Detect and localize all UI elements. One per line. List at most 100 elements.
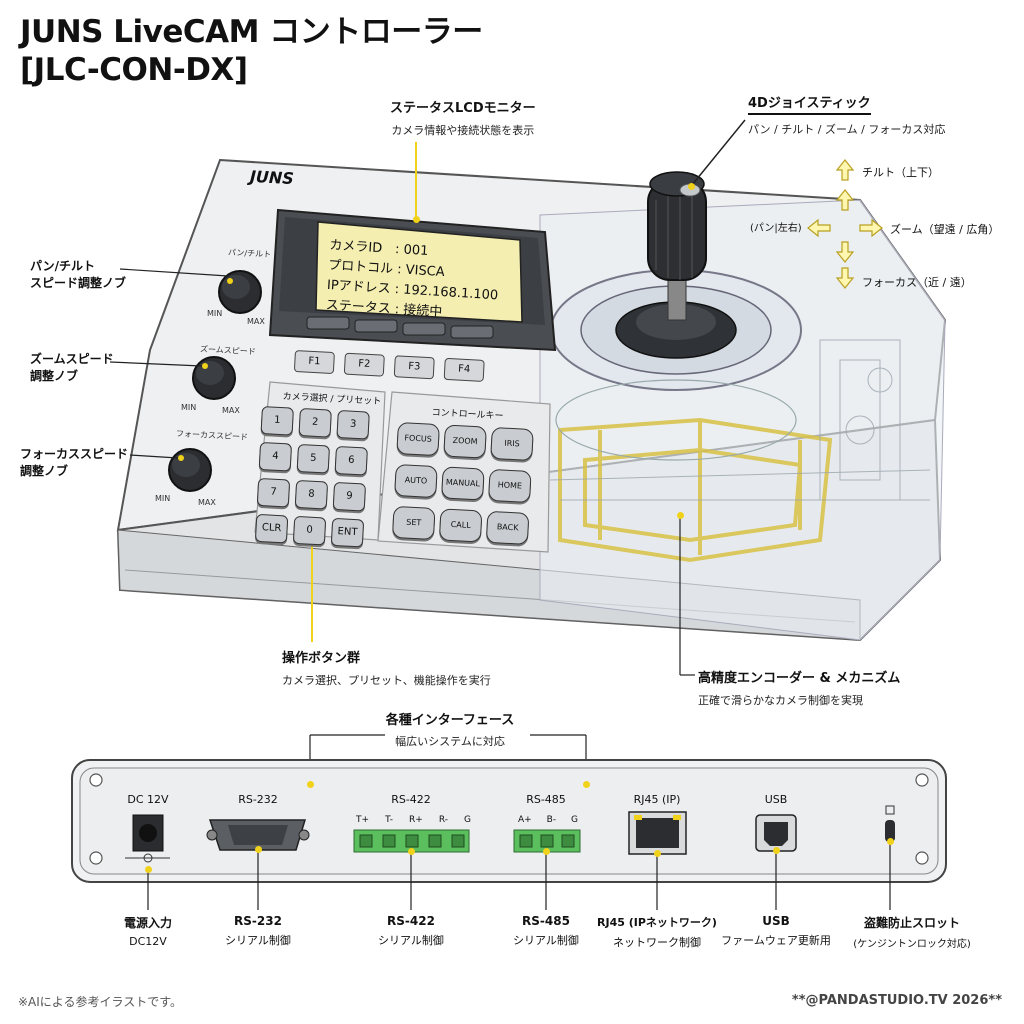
port-callout-dc: 電源入力 DC12V xyxy=(98,914,198,948)
knob1-min: MIN xyxy=(207,309,223,318)
joystick-callout-title: 4Dジョイスティック xyxy=(748,92,871,115)
rs422-pin: R- xyxy=(438,815,448,825)
keypad-clr[interactable]: CLR xyxy=(254,513,289,544)
rs422-pins: T+ T- R+ R- G xyxy=(356,815,471,825)
f2-button[interactable]: F2 xyxy=(343,352,385,377)
port-sub-rj45: ネットワーク制御 xyxy=(613,936,701,949)
f4-button[interactable]: F4 xyxy=(443,357,485,382)
port-head-usb: USB xyxy=(764,793,788,806)
iris-button[interactable]: IRIS xyxy=(490,426,534,462)
pan-tilt-knob-line2: スピード調整ノブ xyxy=(30,275,127,290)
rs485-pin: B- xyxy=(546,815,557,825)
interfaces-callout-title: 各種インターフェース xyxy=(385,713,515,728)
title-line1: JUNS LiveCAM コントローラー xyxy=(20,14,483,50)
joystick-callout-sub: パン / チルト / ズーム / フォーカス対応 xyxy=(748,123,946,136)
keypad-ent[interactable]: ENT xyxy=(330,517,365,548)
auto-button[interactable]: AUTO xyxy=(394,463,438,499)
port-head-rs485: RS-485 xyxy=(526,793,566,806)
port-dot-rj45 xyxy=(654,850,661,857)
set-button[interactable]: SET xyxy=(391,505,436,541)
knob2-min: MIN xyxy=(181,403,197,412)
pan-tilt-knob-line1: パン/チルト xyxy=(30,259,95,273)
encoder-callout-title: 高精度エンコーダー & メカニズム xyxy=(698,671,901,686)
knob3-max: MAX xyxy=(198,498,216,507)
rs485-pins: A+ B- G xyxy=(518,815,578,825)
port-sub-dc: DC12V xyxy=(129,935,167,948)
knob3-min: MIN xyxy=(155,494,171,503)
keypad-9[interactable]: 9 xyxy=(332,481,367,512)
port-callout-rs232: RS-232 シリアル制御 xyxy=(208,914,308,948)
interface-dot-right xyxy=(583,781,590,788)
encoder-dot xyxy=(677,512,684,519)
back-button[interactable]: BACK xyxy=(485,510,530,545)
port-title-rs232: RS-232 xyxy=(234,914,282,928)
pan-tilt-knob-callout: パン/チルト スピード調整ノブ xyxy=(30,258,126,292)
footer-credit: **@PANDASTUDIO.TV 2026** xyxy=(791,993,1002,1008)
port-sub-rs232: シリアル制御 xyxy=(225,934,291,947)
port-head-rj45: RJ45 (IP) xyxy=(633,793,681,806)
keypad-1[interactable]: 1 xyxy=(260,406,294,436)
port-title-lock: 盗難防止スロット xyxy=(863,916,960,930)
manual-button[interactable]: MANUAL xyxy=(441,466,485,501)
encoder-callout: 高精度エンコーダー & メカニズム 正確で滑らかなカメラ制御を実現 xyxy=(698,667,900,708)
keypad-2[interactable]: 2 xyxy=(298,407,332,438)
port-sub-rs422: シリアル制御 xyxy=(378,934,444,947)
call-button[interactable]: CALL xyxy=(438,508,483,543)
port-sub-rs485: シリアル制御 xyxy=(513,934,579,947)
port-callout-rs422: RS-422 シリアル制御 xyxy=(361,914,461,948)
focus-knob-callout: フォーカススピード 調整ノブ xyxy=(20,446,128,480)
rs422-pin: T- xyxy=(385,815,393,825)
keypad-8[interactable]: 8 xyxy=(294,479,329,510)
joystick-dot xyxy=(688,183,695,190)
knob1-max: MAX xyxy=(247,317,265,326)
keypad-5[interactable]: 5 xyxy=(296,443,331,474)
focus-knob-line2: 調整ノブ xyxy=(20,463,69,478)
buttons-callout: 操作ボタン群 カメラ選択、プリセット、機能操作を実行 xyxy=(282,647,491,688)
rs485-pin: A+ xyxy=(518,815,532,825)
port-sub-usb: ファームウェア更新用 xyxy=(721,934,831,947)
port-head-rs422: RS-422 xyxy=(391,793,431,806)
lcd-callout-title: ステータスLCDモニター xyxy=(390,101,536,116)
zoom-knob-callout: ズームスピード 調整ノブ xyxy=(30,351,114,385)
f1-button[interactable]: F1 xyxy=(293,350,335,375)
port-dot-usb xyxy=(773,847,780,854)
joystick-callout: 4Dジョイスティック パン / チルト / ズーム / フォーカス対応 xyxy=(748,92,945,137)
knob1-label: パン/チルト xyxy=(227,247,272,260)
keypad-0[interactable]: 0 xyxy=(292,515,327,546)
interfaces-callout: 各種インターフェース 幅広いシステムに対応 xyxy=(380,709,520,749)
encoder-callout-sub: 正確で滑らかなカメラ制御を実現 xyxy=(698,694,863,707)
focus-knob-line1: フォーカススピード xyxy=(20,447,129,461)
direction-zoom: ズーム（望遠 / 広角） xyxy=(890,223,1000,236)
lcd-callout: ステータスLCDモニター カメラ情報や接続状態を表示 xyxy=(390,97,536,138)
page-title: JUNS LiveCAM コントローラー [JLC-CON-DX] xyxy=(20,14,483,90)
port-callout-usb: USB ファームウェア更新用 xyxy=(716,914,836,948)
focus-button[interactable]: FOCUS xyxy=(396,422,440,457)
port-dot-lock xyxy=(887,838,894,845)
port-sub-lock: (ケンジントンロック対応) xyxy=(853,939,971,950)
lcd-screen: カメラID : 001 プロトコル : VISCA IPアドレス : 192.1… xyxy=(325,236,501,326)
zoom-button[interactable]: ZOOM xyxy=(443,424,487,459)
keypad-3[interactable]: 3 xyxy=(336,409,370,440)
port-title-rj45: RJ45 (IPネットワーク) xyxy=(597,916,717,929)
rs422-pin: R+ xyxy=(409,815,423,825)
port-title-rs485: RS-485 xyxy=(522,914,570,928)
port-callout-rj45: RJ45 (IPネットワーク) ネットワーク制御 xyxy=(597,914,717,950)
keypad-6[interactable]: 6 xyxy=(334,445,368,476)
keypad: 1 2 3 4 5 6 7 8 9 CLR 0 ENT xyxy=(254,406,382,548)
port-title-usb: USB xyxy=(762,914,790,928)
footer-note: ※AIによる参考イラストです。 xyxy=(18,995,183,1009)
keypad-7[interactable]: 7 xyxy=(256,477,291,508)
port-dot-dc xyxy=(145,866,152,873)
control-keys: FOCUS ZOOM IRIS AUTO MANUAL HOME SET CAL… xyxy=(391,422,548,546)
buttons-callout-sub: カメラ選択、プリセット、機能操作を実行 xyxy=(282,674,491,687)
port-callout-rs485: RS-485 シリアル制御 xyxy=(496,914,596,948)
port-dot-rs485 xyxy=(543,848,550,855)
keypad-4[interactable]: 4 xyxy=(258,441,293,472)
buttons-callout-title: 操作ボタン群 xyxy=(282,651,361,666)
rs422-pin: T+ xyxy=(356,815,370,825)
port-head-rs232: RS-232 xyxy=(238,793,278,806)
rs485-pin: G xyxy=(571,815,578,825)
home-button[interactable]: HOME xyxy=(487,468,532,504)
f3-button[interactable]: F3 xyxy=(393,355,435,380)
